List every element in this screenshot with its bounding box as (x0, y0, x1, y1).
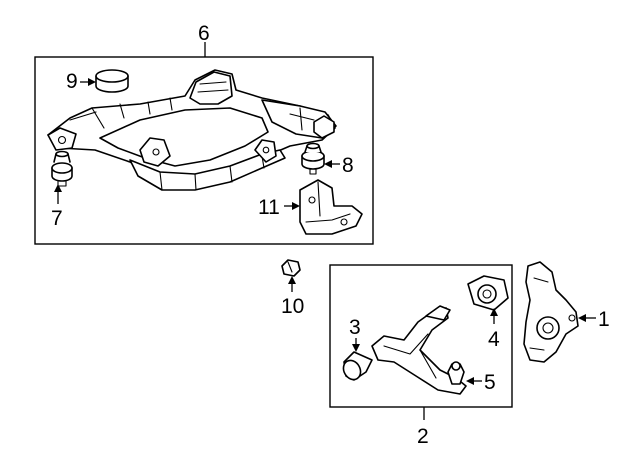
callout-8[interactable]: 8 (342, 154, 354, 177)
callout-1[interactable]: 1 (598, 308, 610, 331)
callout-5[interactable]: 5 (484, 371, 496, 394)
bushing-part-4-drawing[interactable] (467, 275, 509, 311)
knuckle-part-1-drawing[interactable] (523, 261, 579, 363)
callout-7[interactable]: 7 (51, 207, 63, 230)
callout-2[interactable]: 2 (417, 425, 429, 448)
callout-9-arrowhead (88, 78, 96, 86)
callout-11-arrowhead (292, 202, 300, 210)
callout-11[interactable]: 11 (258, 196, 280, 219)
callout-4-arrowhead (490, 308, 498, 316)
bushing-part-3-drawing[interactable] (340, 351, 373, 383)
callout-1-arrowhead (578, 314, 586, 322)
callout-4[interactable]: 4 (488, 328, 500, 351)
bracket-part-11-drawing[interactable] (299, 179, 363, 235)
control-arm-drawing[interactable] (371, 305, 467, 395)
callout-5-arrowhead (466, 377, 474, 385)
callout-10-arrowhead (288, 276, 296, 284)
callout-10[interactable]: 10 (281, 295, 304, 318)
crossmember-group-frame (34, 56, 374, 245)
control-arm-group-frame (329, 264, 513, 408)
callout-3-arrowhead (352, 344, 360, 352)
bushing-part-9-drawing[interactable] (95, 69, 129, 93)
callout-7-arrowhead (54, 184, 62, 192)
callout-3[interactable]: 3 (349, 316, 361, 339)
callout-9[interactable]: 9 (66, 70, 78, 93)
callout-6[interactable]: 6 (198, 22, 210, 45)
bolt-part-10-drawing[interactable] (281, 259, 301, 277)
mount-part-7-drawing[interactable] (51, 150, 73, 187)
ball-joint-part-5-drawing[interactable] (447, 361, 465, 385)
crossmember-drawing[interactable] (47, 69, 337, 191)
callout-8-arrowhead (324, 160, 332, 168)
mount-part-8-drawing[interactable] (301, 142, 325, 175)
